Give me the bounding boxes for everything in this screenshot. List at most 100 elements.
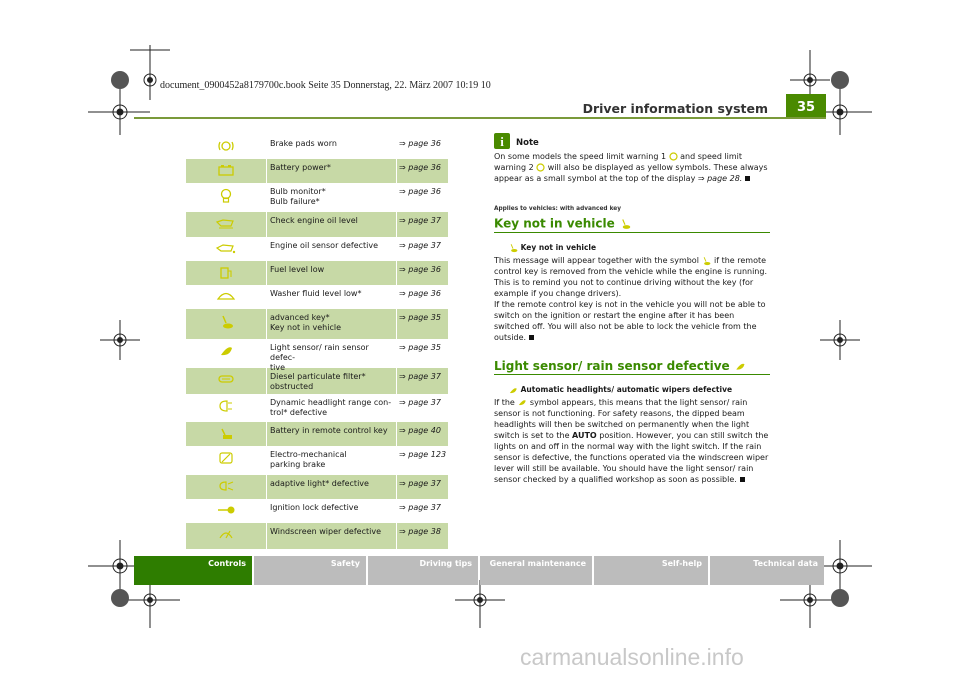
row-label: Light sensor/ rain sensor defec- tive [266,339,396,372]
row-label: Windscreen wiper defective [266,523,396,549]
headlight-range-icon [186,394,266,422]
table-row: Ignition lock defective ⇒ page 37 [186,499,448,523]
row-label: Diesel particulate filter* obstructed [266,368,396,394]
light-subheading: Automatic headlights/ automatic wipers d… [508,384,770,395]
table-row: Battery in remote control key ⇒ page 40 [186,422,448,446]
table-row: Washer fluid level low* ⇒ page 36 [186,285,448,309]
row-label: advanced key* Key not in vehicle [266,309,396,339]
tab-general-maintenance[interactable]: General maintenance [480,556,592,585]
row-label: Ignition lock defective [266,499,396,523]
row-page-ref[interactable]: ⇒ page 36 [396,261,448,285]
table-row: Battery power* ⇒ page 36 [186,159,448,183]
key-icon [510,244,518,253]
right-column: i Note On some models the speed limit wa… [494,133,770,485]
row-label: Dynamic headlight range con- trol* defec… [266,394,396,422]
row-label: Fuel level low [266,261,396,285]
note-title: Note [516,138,539,148]
row-page-ref[interactable]: ⇒ page 37 [396,237,448,261]
table-row: Check engine oil level ⇒ page 37 [186,212,448,237]
row-page-ref[interactable]: ⇒ page 36 [396,135,448,159]
row-page-ref[interactable]: ⇒ page 37 [396,475,448,499]
row-page-ref[interactable]: ⇒ page 36 [396,285,448,309]
chapter-tabs: Controls Safety Driving tips General mai… [134,556,826,585]
page-number: 35 [786,94,826,119]
battery-icon [186,159,266,183]
fuel-icon [186,261,266,285]
table-row: Electro-mechanical parking brake ⇒ page … [186,446,448,475]
key-subheading: Key not in vehicle [508,242,770,253]
row-label: Engine oil sensor defective [266,237,396,261]
row-page-ref[interactable]: ⇒ page 40 [396,422,448,446]
row-label: Battery in remote control key [266,422,396,446]
note-header: i Note [494,133,770,149]
key-paragraph-1: This message will appear together with t… [494,256,767,298]
particulate-filter-icon [186,368,266,394]
washer-icon [186,285,266,309]
row-page-ref[interactable]: ⇒ page 123 [396,446,448,475]
row-page-ref[interactable]: ⇒ page 35 [396,339,448,368]
tab-technical-data[interactable]: Technical data [710,556,824,585]
brake-pads-icon [186,135,266,159]
tab-driving-tips[interactable]: Driving tips [368,556,478,585]
tab-safety[interactable]: Safety [254,556,366,585]
row-page-ref[interactable]: ⇒ page 37 [396,499,448,523]
table-row: Light sensor/ rain sensor defec- tive ⇒ … [186,339,448,372]
applies-to: Applies to vehicles: with advanced key [494,206,621,212]
info-icon: i [494,133,510,149]
row-page-ref[interactable]: ⇒ page 35 [396,309,448,339]
tab-controls[interactable]: Controls [134,556,252,585]
row-page-ref[interactable]: ⇒ page 37 [396,212,448,237]
wiper-icon [186,523,266,549]
table-row: advanced key* Key not in vehicle ⇒ page … [186,309,448,339]
light-sensor-icon [509,387,517,393]
key-icon [704,256,711,265]
parking-brake-icon [186,446,266,475]
file-info: document_0900452a8179700c.book Seite 35 … [160,80,491,91]
end-mark [739,477,745,482]
light-paragraph: If the symbol appears, this means that t… [494,398,769,484]
row-label: Battery power* [266,159,396,183]
note-page-ref[interactable]: ⇒ page 28. [697,174,743,183]
row-label: Washer fluid level low* [266,285,396,309]
table-row: Dynamic headlight range con- trol* defec… [186,394,448,422]
row-label: adaptive light* defective [266,475,396,499]
bulb-icon [186,183,266,212]
row-label: Check engine oil level [266,212,396,237]
row-page-ref[interactable]: ⇒ page 37 [396,394,448,422]
row-label: Electro-mechanical parking brake [266,446,396,475]
table-row: Bulb monitor* Bulb failure* ⇒ page 36 [186,183,448,212]
key-section-title: Key not in vehicle [494,218,770,233]
row-page-ref[interactable]: ⇒ page 38 [396,523,448,549]
table-row: Fuel level low ⇒ page 36 [186,261,448,285]
oil-level-icon [186,212,266,237]
table-row: Diesel particulate filter* obstructed ⇒ … [186,368,448,394]
speed-warning-2-icon [536,163,545,172]
tab-self-help[interactable]: Self-help [594,556,708,585]
table-row: Engine oil sensor defective ⇒ page 37 [186,237,448,261]
remote-key-battery-icon [186,422,266,446]
light-section-title: Light sensor/ rain sensor defective [494,360,770,375]
section-title: Driver information system [582,101,768,116]
row-page-ref[interactable]: ⇒ page 36 [396,183,448,212]
speed-warning-1-icon [668,152,678,161]
ignition-lock-icon [186,499,266,523]
key-icon [186,309,266,339]
key-paragraph-2: If the remote control key is not in the … [494,300,766,342]
end-mark [529,335,535,340]
row-page-ref[interactable]: ⇒ page 36 [396,159,448,183]
row-label: Bulb monitor* Bulb failure* [266,183,396,212]
light-sensor-icon [186,339,266,368]
key-icon [622,219,631,229]
end-mark [745,176,751,181]
header-rule [134,117,826,119]
table-row: Windscreen wiper defective ⇒ page 38 [186,523,448,549]
note-text: On some models the speed limit warning 1… [494,152,768,183]
adaptive-light-icon [186,475,266,499]
oil-sensor-icon [186,237,266,261]
row-page-ref[interactable]: ⇒ page 37 [396,368,448,394]
row-label: Brake pads worn [266,135,396,159]
light-sensor-icon [519,400,527,406]
table-row: Brake pads worn ⇒ page 36 [186,135,448,159]
table-row: adaptive light* defective ⇒ page 37 [186,475,448,499]
light-sensor-icon [736,363,745,370]
